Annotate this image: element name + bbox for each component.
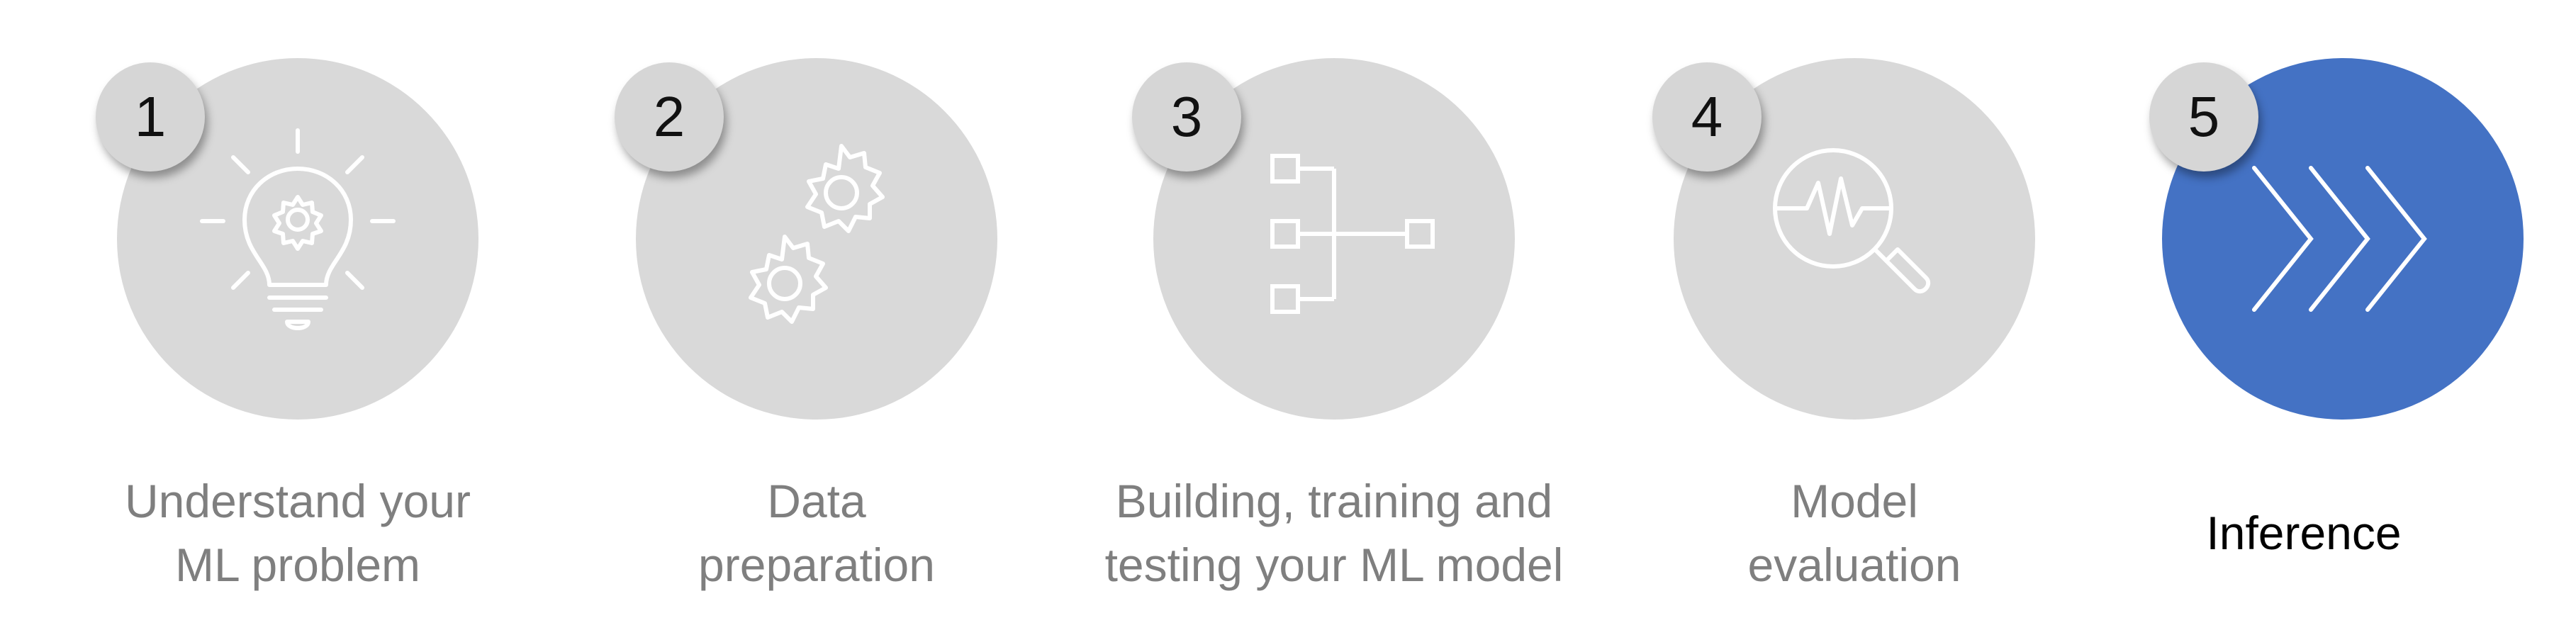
step-4: 4 Model evaluation (1585, 0, 2124, 630)
step-3: 3 Building, training and testing your ML… (1065, 0, 1603, 630)
lightbulb-gear-icon (117, 58, 478, 420)
step-label-line: Understand your (125, 475, 471, 527)
step-2: 2 Data preparation (547, 0, 1086, 630)
step-number: 5 (2188, 85, 2220, 148)
step-number: 3 (1170, 85, 1203, 148)
step-label: Model evaluation (1585, 462, 2124, 604)
gears-icon (636, 58, 997, 420)
step-label-line: ML problem (174, 539, 421, 591)
step-number-badge: 3 (1132, 62, 1241, 171)
step-label: Data preparation (547, 462, 1086, 604)
chevrons-right-icon (2162, 58, 2524, 420)
magnifier-pulse-icon (1674, 58, 2035, 420)
step-label-line: Model (1791, 475, 1918, 527)
step-label-line: testing your ML model (1104, 539, 1564, 591)
step-number-badge: 5 (2149, 62, 2258, 171)
step-label-line: preparation (698, 539, 935, 591)
step-label: Inference (2088, 462, 2520, 604)
step-label: Understand your ML problem (28, 462, 567, 604)
step-label: Building, training and testing your ML m… (1065, 462, 1603, 604)
step-1: 1 Understand your ML problem (28, 0, 567, 630)
step-label-line: evaluation (1747, 539, 1961, 591)
step-label-line: Building, training and (1115, 475, 1553, 527)
step-label-line: Inference (2206, 507, 2402, 559)
tree-diagram-icon (1153, 58, 1515, 420)
step-number-badge: 4 (1652, 62, 1762, 171)
step-number: 4 (1691, 85, 1723, 148)
step-number-badge: 2 (615, 62, 724, 171)
step-number: 1 (134, 85, 167, 148)
step-5: 5 Inference (2013, 0, 2552, 630)
step-number-badge: 1 (96, 62, 205, 171)
step-label-line: Data (767, 475, 866, 527)
step-number: 2 (653, 85, 685, 148)
